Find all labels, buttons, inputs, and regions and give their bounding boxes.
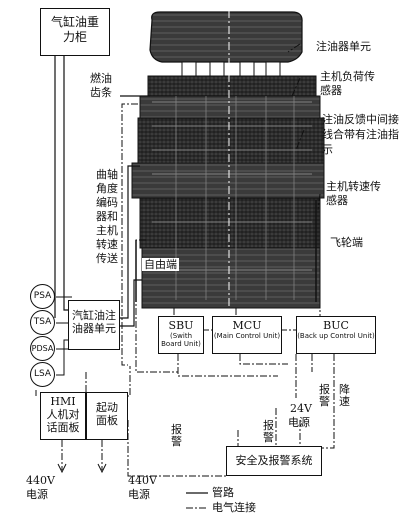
safety-system-label: 安全及报警系统 bbox=[235, 454, 313, 467]
free-end-label: 自由端 bbox=[142, 258, 179, 271]
cyl-oil-unit-label: 汽缸油注油器单元 bbox=[72, 309, 116, 335]
start-panel-box: 起动面板 bbox=[86, 392, 128, 440]
engine-load-sensor-label: 主机负荷传感器 bbox=[320, 70, 375, 97]
power-440v-right-label: 电源 bbox=[128, 488, 150, 501]
mcu-box: MCU (Main Control Unit) bbox=[212, 316, 282, 354]
legend-electric-label: 电气连接 bbox=[212, 501, 256, 514]
gravity-tank-label: 气缸油重力柜 bbox=[50, 15, 99, 44]
buc-code: BUC bbox=[323, 319, 349, 332]
psa-sensor: PSA bbox=[30, 284, 55, 309]
mcu-subtitle: (Main Control Unit) bbox=[213, 332, 281, 340]
sbu-code: SBU bbox=[168, 319, 194, 332]
hmi-label: 人机对话面板 bbox=[46, 408, 80, 434]
lsa-sensor: LSA bbox=[30, 362, 55, 387]
alarm-label-3: 报警 bbox=[319, 383, 330, 408]
hmi-panel-box: HMI 人机对话面板 bbox=[40, 392, 86, 440]
sbu-subtitle: (Swith Board Unit) bbox=[161, 332, 201, 348]
start-panel-label: 起动面板 bbox=[96, 401, 118, 427]
buc-subtitle: (Back up Control Unit) bbox=[297, 332, 375, 340]
fuel-rack-label: 燃油齿条 bbox=[90, 72, 112, 99]
power-440v-right-value: 440V bbox=[128, 474, 157, 487]
arrows bbox=[57, 463, 107, 474]
tsa-sensor: TSA bbox=[30, 310, 55, 335]
power-440v-left-value: 440V bbox=[26, 474, 55, 487]
cyl-oil-unit-box: 汽缸油注油器单元 bbox=[68, 300, 120, 350]
alarm-label-2: 报警 bbox=[263, 419, 274, 444]
feedback-box-label: 注油反馈中间接线合带有注油指示 bbox=[322, 113, 399, 156]
sbu-box: SBU (Swith Board Unit) bbox=[158, 316, 204, 354]
power-24v-label: 电源 bbox=[288, 416, 310, 429]
safety-system-box: 安全及报警系统 bbox=[226, 446, 322, 476]
crank-encoder-label: 曲轴角度编码器和主机转速传送 bbox=[96, 168, 118, 265]
flywheel-end-label: 飞轮端 bbox=[330, 236, 363, 249]
lubricator-unit-label: 注油器单元 bbox=[316, 40, 371, 53]
speed-sensor-label: 主机转速传感器 bbox=[326, 180, 381, 207]
slowdown-label: 降速 bbox=[339, 383, 350, 408]
pdsa-sensor: PDSA bbox=[30, 336, 55, 361]
legend-pipe-label: 管路 bbox=[212, 486, 234, 499]
gravity-tank-box: 气缸油重力柜 bbox=[40, 8, 110, 56]
alarm-label-1: 报警 bbox=[171, 423, 182, 448]
engine-body bbox=[131, 10, 325, 318]
electric-lines bbox=[61, 43, 335, 477]
hmi-code: HMI bbox=[50, 395, 76, 408]
power-24v-value: 24V bbox=[290, 402, 312, 415]
mcu-code: MCU bbox=[232, 319, 262, 332]
power-440v-left-label: 电源 bbox=[26, 488, 48, 501]
buc-box: BUC (Back up Control Unit) bbox=[296, 316, 376, 354]
